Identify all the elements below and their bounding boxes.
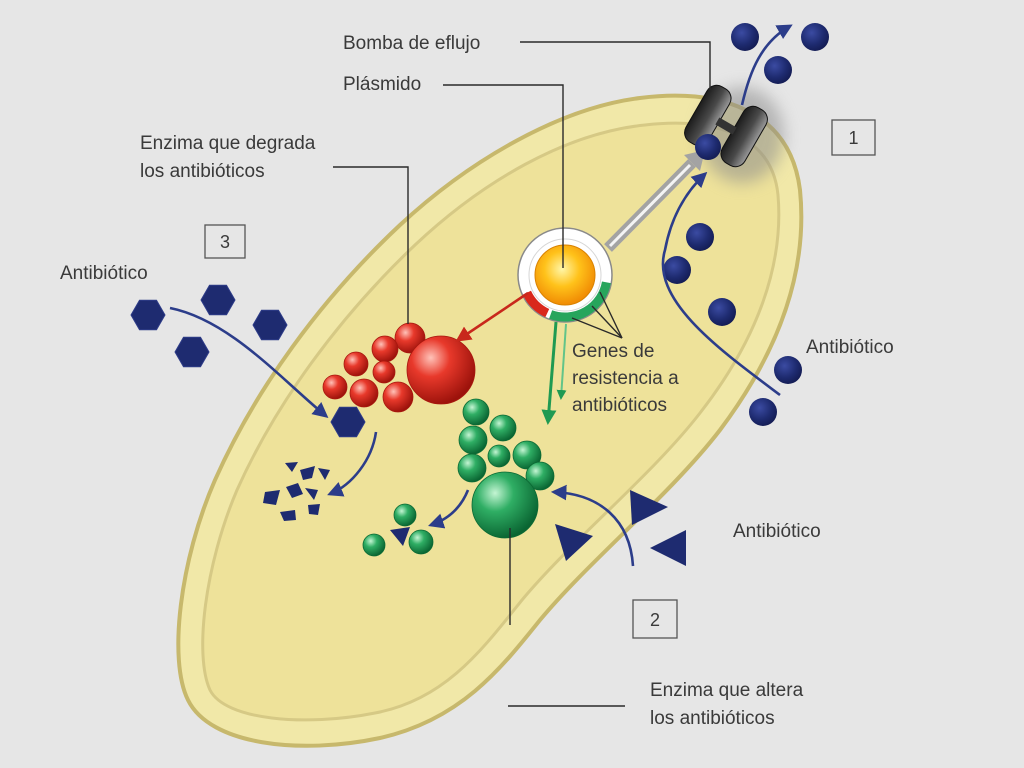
altering-enzyme [457,398,555,539]
altered-subunit [362,533,386,557]
enzyme-subunit [343,351,369,377]
antibiotic-circle [695,134,721,160]
antibiotic-fragment [300,466,315,480]
mechanism-number: 2 [650,610,660,630]
enzyme-core [471,471,539,539]
plasmid-core [534,244,596,306]
efflux-pump-leader [520,41,711,90]
enzyme-subunit [349,378,379,408]
antibiotic-fragment [308,504,320,515]
genes-leader [591,305,623,339]
enzyme-core [406,335,476,405]
altered-antibiotic-piece [390,527,410,546]
leader-lines [333,41,711,707]
enzyme-subunit [512,440,542,470]
antibiotic-circle [774,356,802,384]
antibiotic-hexagon [200,284,236,316]
antibiotic-circle [663,256,691,284]
efflux-pump-label: Bomba de eflujo [343,33,480,54]
antibiotic-triangle [650,530,686,566]
enzyme-subunit [525,461,555,491]
antibiotic-label-bottom-right: Antibiótico [733,521,821,542]
plasmid [517,227,613,323]
antibiotic-fragment [280,510,296,521]
antibiotic-label-right: Antibiótico [806,337,894,358]
mechanism-box-frame [831,119,876,156]
green-gene-arrow [556,323,567,400]
mechanism-box-frame [632,599,678,639]
degrading-enzyme-label-line1: Enzima que degrada [140,133,316,154]
antibiotic-hexagon [130,299,166,331]
antibiotic-circle [686,223,714,251]
plasmid-leader [443,84,564,268]
alteration-arrow [428,489,470,529]
degraded-antibiotic-fragments [263,462,330,521]
labels: Bomba de eflujo Plásmido Enzima que degr… [60,33,894,729]
flow-arrows [169,24,793,567]
enzyme-subunit [382,381,414,413]
antibiotic-hexagon [174,336,210,368]
mechanism-number: 3 [220,232,230,252]
mechanism-box-1: 1 [831,119,876,156]
resistance-genes-label-line1: Genes de [572,341,654,362]
altering-enzyme-label-line1: Enzima que altera [650,680,804,701]
resistance-genes-label-line3: antibióticos [572,395,667,416]
degrading-enzyme-leader [333,166,409,324]
enzyme-subunit [371,335,399,363]
antibiotic-fragment [305,488,318,500]
enzyme-subunit [487,444,511,468]
antibiotic-circle [708,298,736,326]
triangle-entry-arrow [550,484,635,567]
antibiotic-triangle [630,490,668,525]
red-gene-arrow [455,291,529,342]
mechanism-box-3: 3 [204,224,246,259]
antibiotic-fragment [285,462,298,472]
degrading-enzyme-label-line2: los antibióticos [140,161,265,182]
antibiotic-circle [764,56,792,84]
enzyme-subunit [372,360,396,384]
genes-leader [571,317,623,339]
altered-subunit [408,529,434,555]
genes-leader [599,291,623,339]
degrading-enzyme [322,322,476,413]
plasmid-label: Plásmido [343,74,421,95]
efflux-pump-bridge [715,117,737,135]
antibiotic-fragment [263,490,280,505]
antibiotic-hexagon [252,309,288,341]
enzyme-subunit [458,425,488,455]
antibiotic-triangle [555,524,593,561]
mechanism-box-frame [204,224,246,259]
antibiotic-hexagon [330,406,366,438]
resistance-genes-label-line2: resistencia a [572,368,679,389]
altered-subunit [393,503,417,527]
gene-expression-arrows [455,291,567,425]
altered-antibiotic [362,503,434,557]
efflux-pump [684,84,784,183]
cell-membrane [201,121,781,722]
antibiotic-fragment [318,468,330,480]
plasmid-green-gene [549,281,611,322]
enzyme-subunit [457,453,487,483]
antibiotic-circle [801,23,829,51]
hexagon-entry-arrow [169,306,329,418]
antibiotic-triangles [555,490,686,566]
efflux-in-arrow [661,171,781,397]
antibiotic-hexagons [130,284,366,438]
mechanism-number: 1 [848,128,858,148]
green-gene-arrow [541,321,558,425]
bacterial-cell [176,93,804,748]
enzyme-subunit [489,414,517,442]
mechanism-box-2: 2 [632,599,678,639]
enzyme-subunit [322,374,348,400]
antibiotic-circle [749,398,777,426]
degradation-arrow [327,431,378,497]
antibiotic-circles [663,23,829,426]
antibiotic-circle [731,23,759,51]
efflux-out-arrow [740,24,793,106]
enzyme-subunit [462,398,490,426]
antibiotic-fragment [286,483,303,498]
antibiotic-label-left: Antibiótico [60,263,148,284]
altering-enzyme-label-line2: los antibióticos [650,708,775,729]
